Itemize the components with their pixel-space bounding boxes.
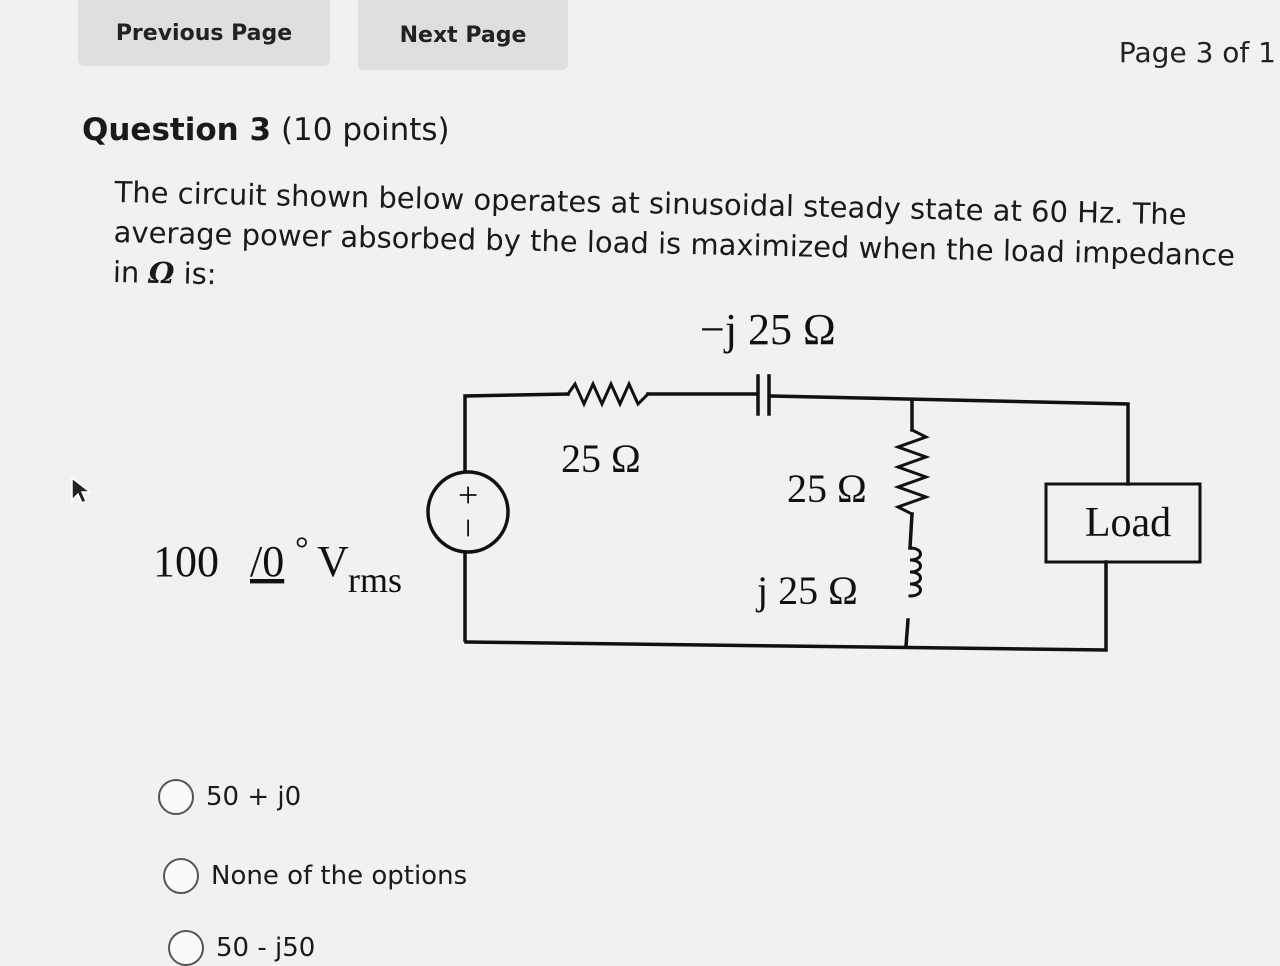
source-magnitude: 100 xyxy=(153,537,219,586)
source-minus-sign: − xyxy=(448,518,488,538)
load-label: Load xyxy=(1085,500,1171,546)
source-degree: ° xyxy=(295,531,309,568)
next-page-button[interactable]: Next Page xyxy=(358,0,568,70)
page-indicator: Page 3 of 1 xyxy=(1118,36,1276,69)
series-resistor-symbol xyxy=(565,380,651,408)
load-box xyxy=(1044,482,1202,564)
wire-top-right xyxy=(770,394,1130,486)
shunt-resistor-label: 25 Ω xyxy=(787,466,867,511)
wire-branch-mid xyxy=(908,512,914,550)
question-number: Question 3 xyxy=(82,112,272,148)
source-angle: /0 xyxy=(250,537,284,586)
mouse-cursor-icon xyxy=(71,476,93,505)
radio-button[interactable] xyxy=(168,930,204,966)
answer-option-2[interactable]: None of the options xyxy=(163,858,467,894)
answer-option-1[interactable]: 50 + j0 xyxy=(158,779,301,815)
wire-top-left xyxy=(463,392,570,642)
radio-button[interactable] xyxy=(163,858,199,894)
inductor-symbol xyxy=(908,546,922,598)
question-points: (10 points) xyxy=(280,112,450,148)
inductor-label: j 25 Ω xyxy=(755,568,858,613)
shunt-resistor-symbol xyxy=(893,427,931,517)
radio-button[interactable] xyxy=(158,779,194,815)
series-resistor-label: 25 Ω xyxy=(561,436,641,481)
answer-option-label: None of the options xyxy=(211,861,468,891)
answer-option-label: 50 - j50 xyxy=(216,933,316,963)
source-unit-subscript: rms xyxy=(348,560,402,600)
wire-branch-bottom xyxy=(904,618,910,648)
question-heading: Question 3 (10 points) xyxy=(82,112,450,148)
voltage-source-symbol xyxy=(426,470,510,554)
answer-option-label: 50 + j0 xyxy=(206,782,302,812)
previous-page-button[interactable]: Previous Page xyxy=(78,0,330,66)
source-unit: V xyxy=(317,537,349,586)
capacitor-label: −j 25 Ω xyxy=(700,305,836,354)
source-plus-sign: + xyxy=(448,485,488,505)
answer-option-3[interactable]: 50 - j50 xyxy=(168,930,315,966)
wire-load-bottom xyxy=(464,560,1108,652)
